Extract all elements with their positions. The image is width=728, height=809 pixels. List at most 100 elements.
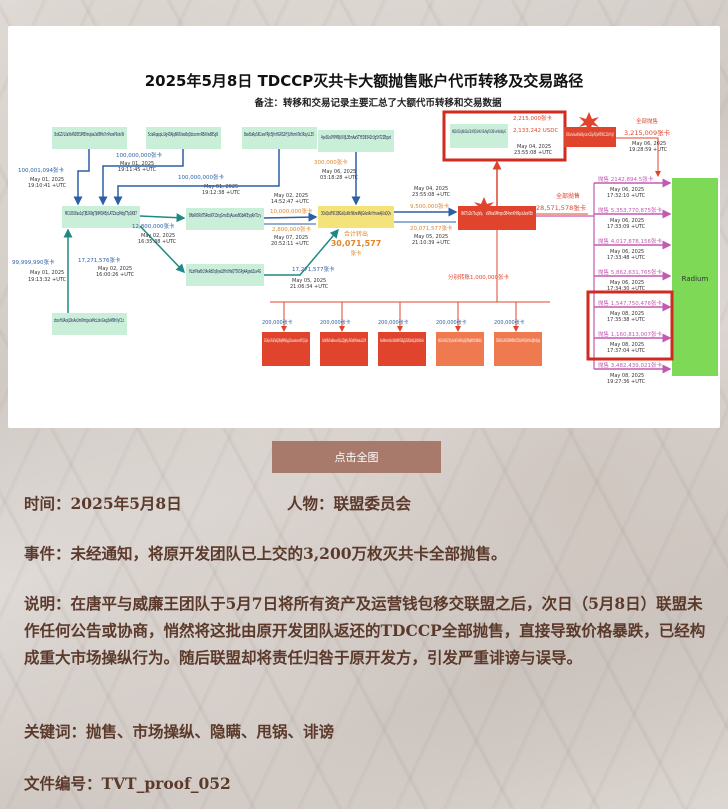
sell-amount: 抛售 1,160,813,007张卡 bbox=[598, 330, 662, 338]
svg-text:14:52:47 +UTC: 14:52:47 +UTC bbox=[271, 199, 310, 205]
view-full-image-button[interactable]: 点击全图 bbox=[272, 441, 441, 473]
diagram-card[interactable]: 2025年5月8日 TDCCP灭共卡大额抛售账户代币转移及交易路径 备注：转移和… bbox=[8, 26, 720, 428]
mid-node-2: HLzhPkwBr2tAvRdDq9ywL8HrUHeQTSVSPg4AgwbZ… bbox=[186, 264, 264, 286]
svg-text:MCUDU8as1qTJB2R9gTjNMQ4EjrLATZ: MCUDU8as1qTJB2R9gTjNMQ4EjrLATZxcpMdgTTpQ… bbox=[65, 211, 137, 217]
small-wallet-amount: 200,000张卡 bbox=[378, 319, 409, 326]
svg-text:合计转出: 合计转出 bbox=[344, 230, 368, 238]
small-wallet-node: 200,000张卡 WKSc7wRFkZ3YjyRsu9K7ie6RA1pFgF0… bbox=[436, 302, 484, 366]
svg-text:16:35:38 +UTC: 16:35:38 +UTC bbox=[138, 239, 177, 245]
svg-text:全部抛售: 全部抛售 bbox=[556, 192, 580, 200]
sell-amount: 抛售 2142,894.5张卡 bbox=[598, 175, 654, 183]
svg-text:2,800,000张卡: 2,800,000张卡 bbox=[272, 225, 311, 233]
svg-text:16:00:26 +UTC: 16:00:26 +UTC bbox=[96, 272, 135, 278]
svg-text:5ciaRqappLiUg4DAJq6R8Uwo8qQdsc: 5ciaRqappLiUg4DAJq6R8Uwo8qQdscomnREAXw88… bbox=[148, 132, 218, 138]
source-node-4: zbsvHUAvxJLNsAoUmWmjpuieMcLzkvGwg3eM9hVy… bbox=[52, 313, 127, 335]
svg-text:BNsRtDRdTS4bdXP13ngGmsEsjAuwaB: BNsRtDRdTS4bdXP13ngGmsEsjAuwaBQbAKEyqRnT… bbox=[189, 213, 261, 219]
collector-top-node: 4yeSUe9YPM9jUXfJL3EmAwSTYED8342h3g5hT2ZB… bbox=[318, 130, 394, 152]
svg-text:23:55:08 +UTC: 23:55:08 +UTC bbox=[412, 192, 451, 198]
sell-row: 抛售 1,160,813,007张卡May 08, 202517:37:04 +… bbox=[594, 330, 670, 354]
svg-text:19:10:41 +UTC: 19:10:41 +UTC bbox=[28, 183, 67, 189]
small-wallets: 200,000张卡E3Ukjw7UbTwEJQRqM9SKyg3Ganwkrxn… bbox=[262, 302, 542, 366]
sell-amount: 抛售 5,862,631,765张卡 bbox=[598, 268, 662, 276]
svg-text:21:06:34 +UTC: 21:06:34 +UTC bbox=[290, 284, 329, 290]
small-wallet-node: 200,000张卡E3Ukjw7UbTwEJQRqM9SKyg3Ganwkrxn… bbox=[262, 302, 310, 366]
svg-text:分别转账1,000,000张卡: 分别转账1,000,000张卡 bbox=[448, 273, 509, 281]
svg-text:19:28:59 +UTC: 19:28:59 +UTC bbox=[629, 147, 668, 153]
diagram-subtitle: 备注：转移和交易记录主要汇总了大额代币转移和交易数据 bbox=[253, 97, 502, 109]
small-wallet-addr: 5whWRoTnwBdevnxFQaL2ZJqMvy7kFBaKPHdweLui… bbox=[322, 338, 366, 344]
svg-text:17,271,577张卡: 17,271,577张卡 bbox=[292, 265, 335, 273]
sell-amount: 抛售 4,017,878,156张卡 bbox=[598, 237, 662, 245]
svg-text:HLzhPkwBr2tAvRdDq9ywL8HrUHeQTS: HLzhPkwBr2tAvRdDq9ywL8HrUHeQTSVSPg4AgwbZ… bbox=[189, 269, 261, 275]
svg-text:300,000张卡: 300,000张卡 bbox=[314, 158, 348, 166]
time-text: 时间：2025年5月8日 bbox=[24, 494, 182, 513]
svg-text:20,071,577张卡: 20,071,577张卡 bbox=[410, 224, 453, 232]
transaction-flow-diagram: 2025年5月8日 TDCCP灭共卡大额抛售账户代币转移及交易路径 备注：转移和… bbox=[8, 26, 720, 428]
small-wallet-amount: 200,000张卡 bbox=[262, 319, 293, 326]
src2-amount: 100,000,000张卡 bbox=[116, 151, 162, 159]
small-wallet-node: 200,000张卡 5whWRoTnwBdevnxFQaL2ZJqMvy7kFBa… bbox=[320, 302, 368, 366]
diagram-title: 2025年5月8日 TDCCP灭共卡大额抛售账户代币转移及交易路径 bbox=[145, 72, 584, 90]
collector-node: 3DsQsdF9CQBGxQuiNcfWzwMkJGAzsRnYmaw4jUsQ… bbox=[318, 206, 394, 228]
time-line: 时间：2025年5月8日 人物：联盟委员会 bbox=[24, 490, 704, 517]
small-wallet-node: 200,000张卡 9mvB8mmmDevrZWsWNFfSEBgZjUH2KDz… bbox=[378, 302, 426, 366]
svg-text:9,500,000张卡: 9,500,000张卡 bbox=[410, 202, 449, 210]
small-wallet-amount: 200,000张卡 bbox=[436, 319, 467, 326]
svg-text:3RGxhvSueRhS6XyrLmrCSGpPCJsART: 3RGxhvSueRhS6XyrLmrCSGpPCJsART9tCLZ1kYVg… bbox=[566, 132, 614, 138]
svg-text:3kdGZVLXa9hAND5EUME9maJae2e89M: 3kdGZVLXa9hAND5EUME9maJae2e89Mx7nrPwzeP9… bbox=[54, 132, 124, 138]
svg-text:10,000,000张卡: 10,000,000张卡 bbox=[270, 207, 313, 215]
small-wallet-amount: 200,000张卡 bbox=[494, 319, 525, 326]
collector-total: 30,071,577 bbox=[331, 239, 382, 248]
svg-text:2,133,242 USDC: 2,133,242 USDC bbox=[513, 128, 558, 134]
event-text: 事件：未经通知，将原开发团队已上交的3,200万枚灭共卡全部抛售。 bbox=[24, 540, 704, 567]
svg-text:23:55:08 +UTC: 23:55:08 +UTC bbox=[514, 150, 553, 156]
svg-text:全部抛售: 全部抛售 bbox=[636, 117, 658, 125]
description-text: 说明：在唐平与威廉王团队于5月7日将所有资产及运营钱包移交联盟之后，次日（5月8… bbox=[24, 590, 708, 671]
small-wallet-addr: WKSc7wRFkZ3YjyRsu9K7ie6RA1pFgF0Mtq8YKhCt… bbox=[438, 338, 482, 344]
seller-node: 9hETx2b75ugVqWFeSMxa5Mmpn3B4nmKHtRpuUwxV… bbox=[458, 206, 536, 230]
svg-text:17,271,576张卡: 17,271,576张卡 bbox=[78, 256, 121, 264]
sell-time: 17:32:10 +UTC bbox=[607, 193, 646, 199]
sell-amount: 抛售 5,353,770,875张卡 bbox=[598, 206, 662, 214]
svg-text:12,800,000张卡: 12,800,000张卡 bbox=[132, 222, 175, 230]
small-wallet-amount: 200,000张卡 bbox=[320, 319, 351, 326]
small-wallet-addr: 9mvB8mmmDevrZWsWNFfSEBgZjUH2KDzaWjLJ1Wz6… bbox=[380, 338, 424, 344]
src4-amount: 99,999,990张卡 bbox=[12, 258, 55, 266]
src3-amount: 100,000,000张卡 bbox=[178, 173, 224, 181]
source-node-3: BexBuRpSKCwaYRJk5JfnHGRS2fYJLHkmkTw3RzyL… bbox=[242, 127, 317, 149]
seller-all-amount: 28,571,578张卡 bbox=[536, 203, 587, 212]
svg-text:9hETx2b75ugVqWFeSMxa5Mmpn3B4nm: 9hETx2b75ugVqWFeSMxa5Mmpn3B4nmKHtRpuUwxV… bbox=[461, 211, 533, 217]
svg-text:zbsvHUAvxJLNsAoUmWmjpuieMcLzkv: zbsvHUAvxJLNsAoUmWmjpuieMcLzkvGwg3eM9hVy… bbox=[54, 318, 124, 324]
small-wallet-addr: ZWBiHSCx9XSZWWMDPzVZCRbs9VYSJXAcMnLdJJMr… bbox=[496, 338, 540, 344]
sell-time: 19:27:36 +UTC bbox=[607, 379, 646, 385]
sell-time: 17:33:48 +UTC bbox=[607, 255, 646, 261]
svg-text:4yeSUe9YPM9jUXfJL3EmAwSTYED834: 4yeSUe9YPM9jUXfJL3EmAwSTYED8342h3g5hT2ZB… bbox=[321, 135, 391, 141]
svg-text:3DsQsdF9CQBGxQuiNcfWzwMkJGAzsR: 3DsQsdF9CQBGxQuiNcfWzwMkJGAzsRnYmaw4jUsQ… bbox=[321, 211, 391, 217]
svg-text:20:52:11 +UTC: 20:52:11 +UTC bbox=[271, 241, 310, 247]
top-right-node: 3RGxhvSueRhS6XyrLmrCSGpPCJsART9tCLZ1kYVg… bbox=[564, 127, 616, 147]
svg-text:03:18:28 +UTC: 03:18:28 +UTC bbox=[320, 175, 359, 181]
src1-amount: 100,001,094张卡 bbox=[18, 166, 64, 174]
file-number-text: 文件编号：TVT_proof_052 bbox=[24, 770, 704, 797]
svg-text:21:10:39 +UTC: 21:10:39 +UTC bbox=[412, 240, 451, 246]
sell-time: 17:33:09 +UTC bbox=[607, 224, 646, 230]
top-right-amount: 3,215,009张卡 bbox=[624, 128, 671, 137]
svg-text:2,215,000张卡: 2,215,000张卡 bbox=[513, 114, 552, 122]
source-node-2: 5ciaRqappLiUg4DAJq6R8Uwo8qQdscomnREAXw88… bbox=[146, 127, 221, 149]
source-node-1: 3kdGZVLXa9hAND5EUME9maJae2e89Mx7nrPwzeP9… bbox=[52, 127, 127, 149]
svg-text:19:12:38 +UTC: 19:12:38 +UTC bbox=[202, 190, 241, 196]
highlight-tx-node: NQSH53sJNL6SoL5hVPjZnHKnYSvNgYCGNFxmWsKd… bbox=[450, 124, 508, 148]
keywords-text: 关键词：抛售、市场操纵、隐瞒、甩锅、诽谤 bbox=[24, 718, 704, 745]
svg-text:张卡: 张卡 bbox=[350, 249, 362, 257]
hub-node: MCUDU8as1qTJB2R9gTjNMQ4EjrLATZxcpMdgTTpQ… bbox=[62, 206, 140, 228]
people-text: 人物：联盟委员会 bbox=[287, 490, 411, 517]
svg-text:19:11:45 +UTC: 19:11:45 +UTC bbox=[118, 167, 157, 173]
mid-node-1: BNsRtDRdTS4bdXP13ngGmsEsjAuwaBQbAKEyqRnT… bbox=[186, 208, 264, 230]
sell-time: 17:37:04 +UTC bbox=[607, 348, 646, 354]
small-wallet-node: 200,000张卡 ZWBiHSCx9XSZWWMDPzVZCRbs9VYSJXA… bbox=[494, 302, 542, 366]
